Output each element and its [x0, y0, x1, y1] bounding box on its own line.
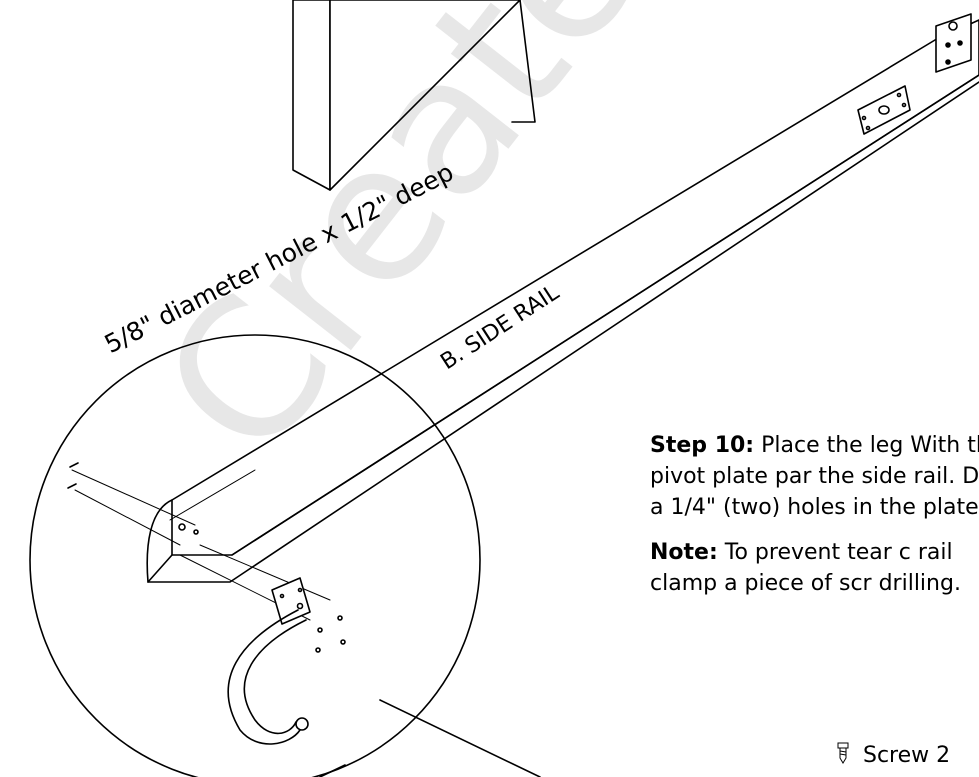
- parts-screw: Screw 2: [836, 742, 950, 768]
- note-paragraph: Note: To prevent tear c rail clamp a pie…: [650, 537, 979, 599]
- screw-label: Screw 2: [863, 743, 951, 768]
- instructions: Step 10: Place the leg With the pivot pl…: [650, 430, 979, 613]
- step-paragraph: Step 10: Place the leg With the pivot pl…: [650, 430, 979, 523]
- screw-icon: [837, 742, 849, 764]
- rail-end-bracket: [935, 13, 972, 73]
- detail-callout: [29, 334, 481, 777]
- leg-post: [292, 0, 521, 191]
- lower-rail-edge-2: [319, 764, 346, 777]
- pivot-plate: [857, 85, 911, 135]
- note-body: To prevent tear c rail clamp a piece of …: [650, 540, 961, 596]
- note-heading: Note:: [650, 540, 718, 565]
- side-rail: [146, 19, 979, 583]
- step-heading: Step 10:: [650, 433, 755, 458]
- lower-rail-edge: [379, 699, 541, 777]
- step-body: Place the leg With the pivot plate par t…: [650, 433, 979, 520]
- hole-leader-line: [511, 0, 536, 123]
